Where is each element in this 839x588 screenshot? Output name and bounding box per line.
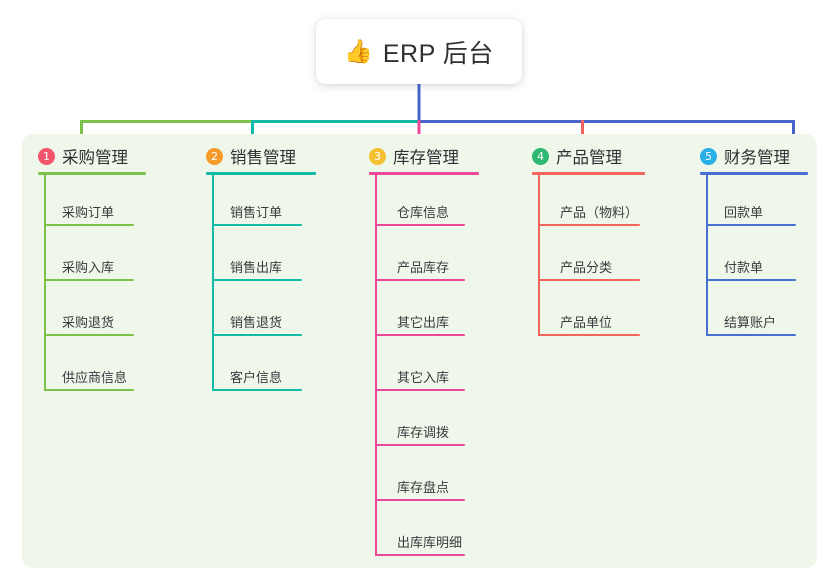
leaf-node-label: 销售订单 xyxy=(230,205,283,220)
thumbs-up-icon: 👍 xyxy=(344,38,373,64)
root-node[interactable]: 👍 ERP 后台 xyxy=(316,19,522,84)
column-badge-3: 3 xyxy=(369,147,386,165)
leaf-node[interactable]: 销售订单 xyxy=(212,200,302,226)
column-header-rule-2 xyxy=(206,172,316,175)
leaf-node-label: 回款单 xyxy=(724,205,764,220)
leaf-node-label: 采购入库 xyxy=(62,260,115,275)
leaf-node[interactable]: 采购订单 xyxy=(44,200,134,226)
leaf-node-label: 销售出库 xyxy=(230,260,283,275)
leaf-node-label: 产品单位 xyxy=(560,315,613,330)
leaf-node-label: 产品库存 xyxy=(397,260,450,275)
branches-panel xyxy=(22,134,817,568)
column-stem-2 xyxy=(212,173,214,391)
leaf-node-label: 供应商信息 xyxy=(62,370,128,385)
leaf-node-rule xyxy=(706,279,796,281)
leaf-node-label: 其它入库 xyxy=(397,370,450,385)
leaf-node-rule xyxy=(375,554,465,556)
column-header-rule-1 xyxy=(38,172,146,175)
leaf-node-label: 结算账户 xyxy=(724,315,777,330)
leaf-node-rule xyxy=(375,334,465,336)
leaf-node-label: 库存盘点 xyxy=(397,480,450,495)
leaf-node[interactable]: 产品（物料） xyxy=(538,200,640,226)
leaf-node-rule xyxy=(706,334,796,336)
leaf-node[interactable]: 产品库存 xyxy=(375,255,465,281)
leaf-node-label: 仓库信息 xyxy=(397,205,450,220)
column-header-rule-4 xyxy=(532,172,645,175)
leaf-node-rule xyxy=(375,279,465,281)
column-title-2: 销售管理 xyxy=(230,149,296,167)
column-badge-2: 2 xyxy=(206,147,223,165)
leaf-node-label: 出库库明细 xyxy=(397,535,463,550)
leaf-node-rule xyxy=(44,334,134,336)
leaf-node[interactable]: 回款单 xyxy=(706,200,796,226)
leaf-node-rule xyxy=(44,279,134,281)
root-node-content: 👍 ERP 后台 xyxy=(344,34,494,70)
leaf-node-label: 库存调拨 xyxy=(397,425,450,440)
column-title-5: 财务管理 xyxy=(724,149,790,167)
column-stem-1 xyxy=(44,173,46,391)
leaf-node[interactable]: 销售出库 xyxy=(212,255,302,281)
column-stem-5 xyxy=(706,173,708,336)
leaf-node[interactable]: 产品单位 xyxy=(538,310,640,336)
column-header-5[interactable]: 5 财务管理 xyxy=(700,144,790,168)
leaf-node[interactable]: 销售退货 xyxy=(212,310,302,336)
column-title-4: 产品管理 xyxy=(556,149,622,167)
leaf-node[interactable]: 库存调拨 xyxy=(375,420,465,446)
leaf-node-rule xyxy=(212,279,302,281)
leaf-node[interactable]: 仓库信息 xyxy=(375,200,465,226)
leaf-node[interactable]: 其它出库 xyxy=(375,310,465,336)
column-badge-5: 5 xyxy=(700,147,717,165)
leaf-node[interactable]: 供应商信息 xyxy=(44,365,134,391)
leaf-node[interactable]: 产品分类 xyxy=(538,255,640,281)
column-badge-4: 4 xyxy=(532,147,549,165)
leaf-node-rule xyxy=(375,224,465,226)
leaf-node-rule xyxy=(538,224,640,226)
leaf-node-rule xyxy=(375,444,465,446)
leaf-node-rule xyxy=(706,224,796,226)
column-header-1[interactable]: 1 采购管理 xyxy=(38,144,128,168)
leaf-node-label: 采购订单 xyxy=(62,205,115,220)
root-node-title: ERP 后台 xyxy=(382,39,494,68)
column-stem-4 xyxy=(538,173,540,336)
column-header-rule-5 xyxy=(700,172,808,175)
leaf-node-rule xyxy=(44,389,134,391)
leaf-node-rule xyxy=(212,389,302,391)
column-header-rule-3 xyxy=(369,172,479,175)
leaf-node-label: 产品（物料） xyxy=(560,205,639,220)
leaf-node-label: 产品分类 xyxy=(560,260,613,275)
leaf-node[interactable]: 采购入库 xyxy=(44,255,134,281)
leaf-node-label: 采购退货 xyxy=(62,315,115,330)
leaf-node-rule xyxy=(538,334,640,336)
leaf-node-rule xyxy=(212,334,302,336)
leaf-node-rule xyxy=(375,499,465,501)
column-stem-3 xyxy=(375,173,377,556)
leaf-node-label: 付款单 xyxy=(724,260,764,275)
leaf-node-label: 其它出库 xyxy=(397,315,450,330)
column-title-1: 采购管理 xyxy=(62,149,128,167)
leaf-node-label: 客户信息 xyxy=(230,370,283,385)
leaf-node-rule xyxy=(212,224,302,226)
leaf-node-label: 销售退货 xyxy=(230,315,283,330)
column-header-4[interactable]: 4 产品管理 xyxy=(532,144,622,168)
column-badge-1: 1 xyxy=(38,147,55,165)
leaf-node-rule xyxy=(375,389,465,391)
column-header-3[interactable]: 3 库存管理 xyxy=(369,144,459,168)
leaf-node[interactable]: 结算账户 xyxy=(706,310,796,336)
leaf-node[interactable]: 出库库明细 xyxy=(375,530,465,556)
leaf-node-rule xyxy=(538,279,640,281)
leaf-node[interactable]: 客户信息 xyxy=(212,365,302,391)
leaf-node[interactable]: 其它入库 xyxy=(375,365,465,391)
column-title-3: 库存管理 xyxy=(393,149,459,167)
leaf-node[interactable]: 库存盘点 xyxy=(375,475,465,501)
leaf-node-rule xyxy=(44,224,134,226)
column-header-2[interactable]: 2 销售管理 xyxy=(206,144,296,168)
leaf-node[interactable]: 采购退货 xyxy=(44,310,134,336)
leaf-node[interactable]: 付款单 xyxy=(706,255,796,281)
